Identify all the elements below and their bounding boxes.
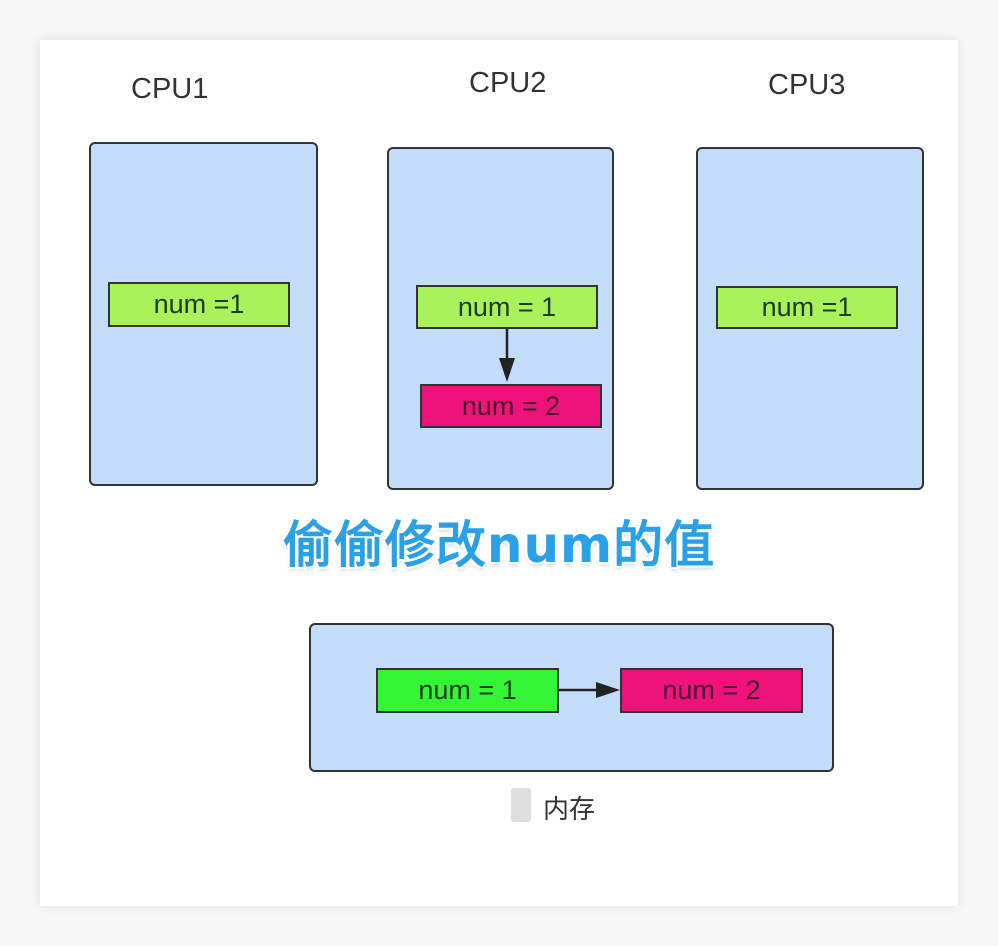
blurred-glyph [511, 788, 531, 822]
overlay-caption: 偷偷修改num的值 [282, 516, 716, 574]
memory-label: 内存 [543, 795, 596, 825]
cpu3-num-box: num =1 [716, 286, 898, 329]
cpu3-label: CPU3 [768, 69, 846, 101]
cpu2-num-box: num = 1 [416, 285, 598, 329]
cpu2-label: CPU2 [469, 67, 547, 99]
memory-old-num-box: num = 1 [376, 668, 559, 713]
cpu1-label: CPU1 [131, 73, 209, 105]
memory-new-num-box: num = 2 [620, 668, 803, 713]
cpu1-num-box: num =1 [108, 282, 290, 327]
cpu2-new-num-box: num = 2 [420, 384, 602, 428]
